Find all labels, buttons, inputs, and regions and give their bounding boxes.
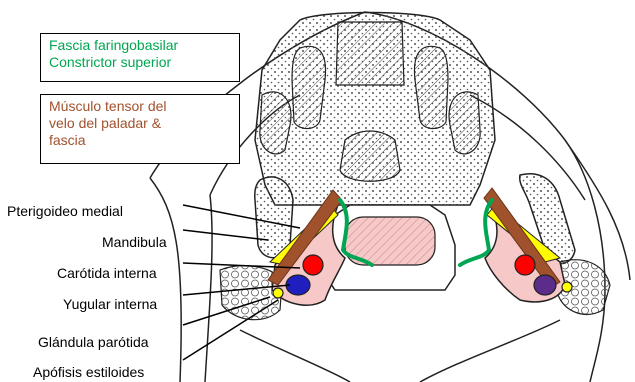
legend-fascia-line-2: Constrictor superior <box>49 54 231 71</box>
label-internal-carotid: Carótida interna <box>57 265 157 281</box>
nasal-cavity <box>255 13 495 206</box>
internal-carotid-left <box>303 255 323 275</box>
label-mandible: Mandibula <box>102 234 167 250</box>
label-styloid-process: Apófisis estiloides <box>33 364 144 380</box>
styloid-process-right <box>562 282 572 292</box>
legend-tensor-line-3: fascia <box>49 132 231 149</box>
internal-carotid-right <box>515 255 535 275</box>
legend-fascia-box: Fascia faringobasilar Constrictor superi… <box>40 33 240 82</box>
label-internal-jugular: Yugular interna <box>63 296 157 312</box>
legend-tensor-line-1: Músculo tensor del <box>49 98 231 115</box>
label-pterygoid-medial: Pterigoideo medial <box>7 203 123 219</box>
styloid-process-left <box>273 288 283 298</box>
legend-tensor-box: Músculo tensor del velo del paladar & fa… <box>40 94 240 164</box>
legend-tensor-line-2: velo del paladar & <box>49 115 231 132</box>
label-parotid-gland: Glándula parótida <box>38 334 149 350</box>
legend-fascia-line-1: Fascia faringobasilar <box>49 37 231 54</box>
internal-jugular-right <box>534 275 556 295</box>
